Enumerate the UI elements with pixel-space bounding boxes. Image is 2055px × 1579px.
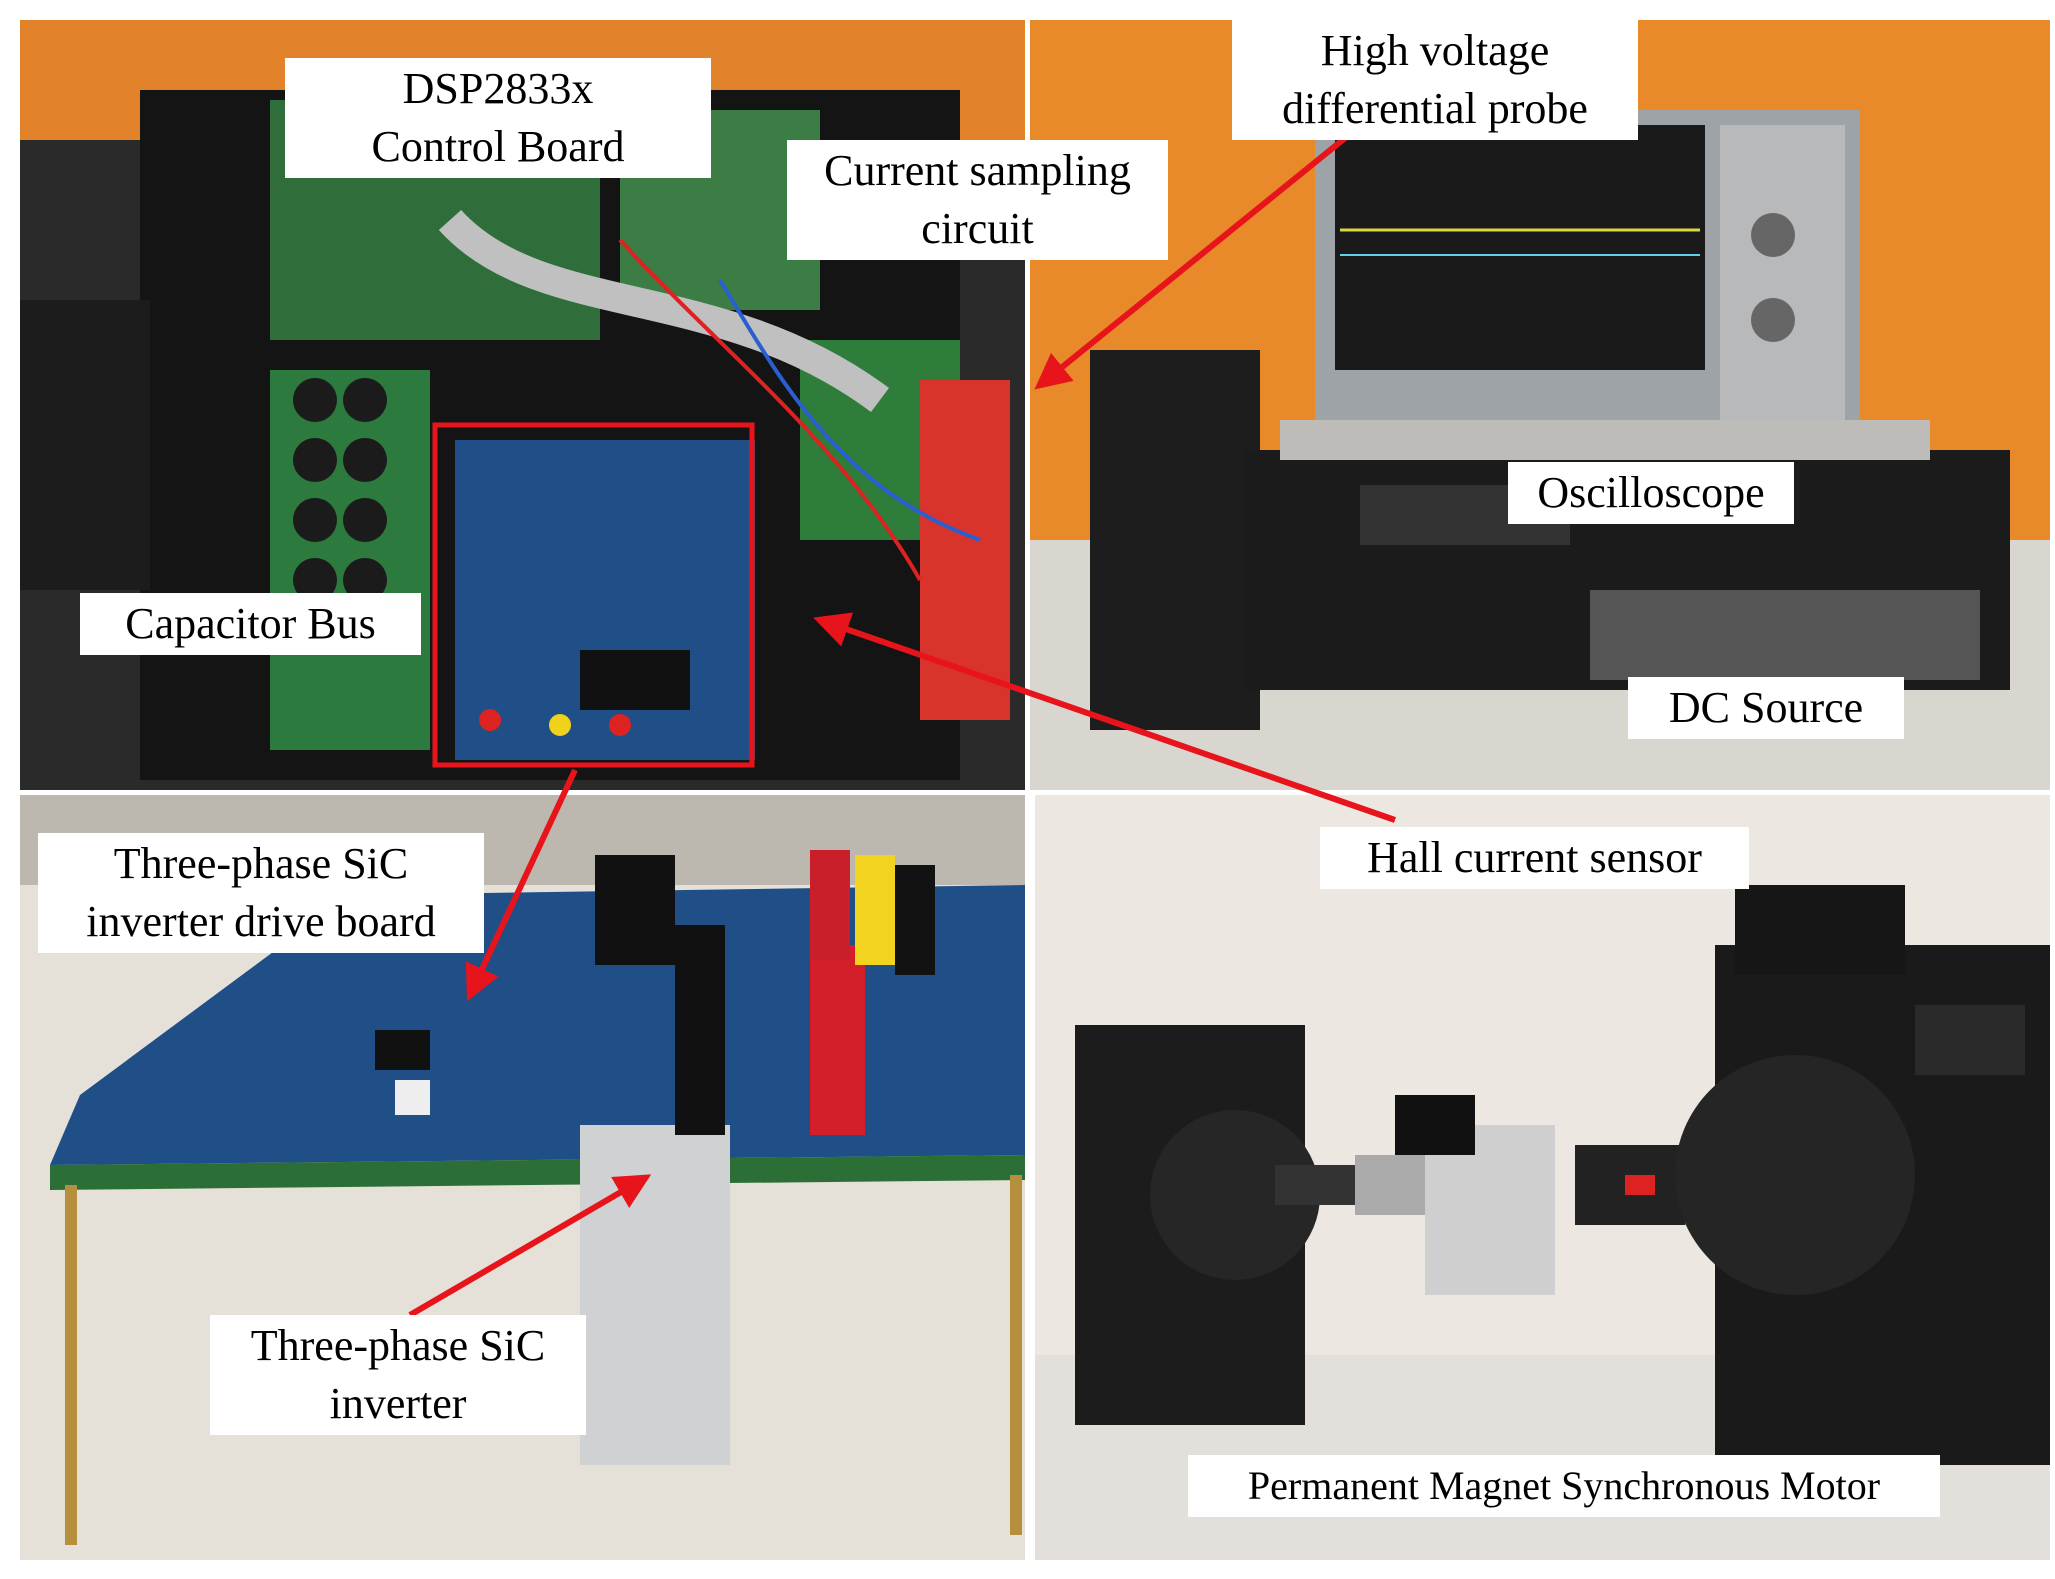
label-line: Three-phase SiC bbox=[113, 839, 409, 888]
label-current-sampling-circuit: Current sampling circuit bbox=[787, 140, 1168, 260]
label-pmsm: Permanent Magnet Synchronous Motor bbox=[1188, 1455, 1940, 1517]
label-line: inverter drive board bbox=[86, 897, 436, 946]
label-line: differential probe bbox=[1282, 84, 1588, 133]
label-hall-current-sensor: Hall current sensor bbox=[1320, 827, 1749, 889]
label-line: High voltage bbox=[1320, 26, 1550, 75]
label-dsp-control-board: DSP2833x Control Board bbox=[285, 58, 711, 178]
label-line: Three-phase SiC bbox=[250, 1321, 546, 1370]
label-oscilloscope: Oscilloscope bbox=[1508, 462, 1794, 524]
label-hv-differential-probe: High voltage differential probe bbox=[1232, 20, 1638, 140]
label-line: DSP2833x bbox=[402, 64, 594, 113]
photo-motor-test-bench bbox=[1035, 795, 2050, 1560]
label-capacitor-bus: Capacitor Bus bbox=[80, 593, 421, 655]
label-line: circuit bbox=[921, 204, 1034, 253]
label-line: inverter bbox=[329, 1379, 467, 1428]
label-line: Control Board bbox=[371, 122, 625, 171]
label-dc-source: DC Source bbox=[1628, 677, 1904, 739]
label-sic-inverter: Three-phase SiC inverter bbox=[210, 1315, 586, 1435]
label-drive-board: Three-phase SiC inverter drive board bbox=[38, 833, 484, 953]
label-line: Current sampling bbox=[824, 146, 1131, 195]
